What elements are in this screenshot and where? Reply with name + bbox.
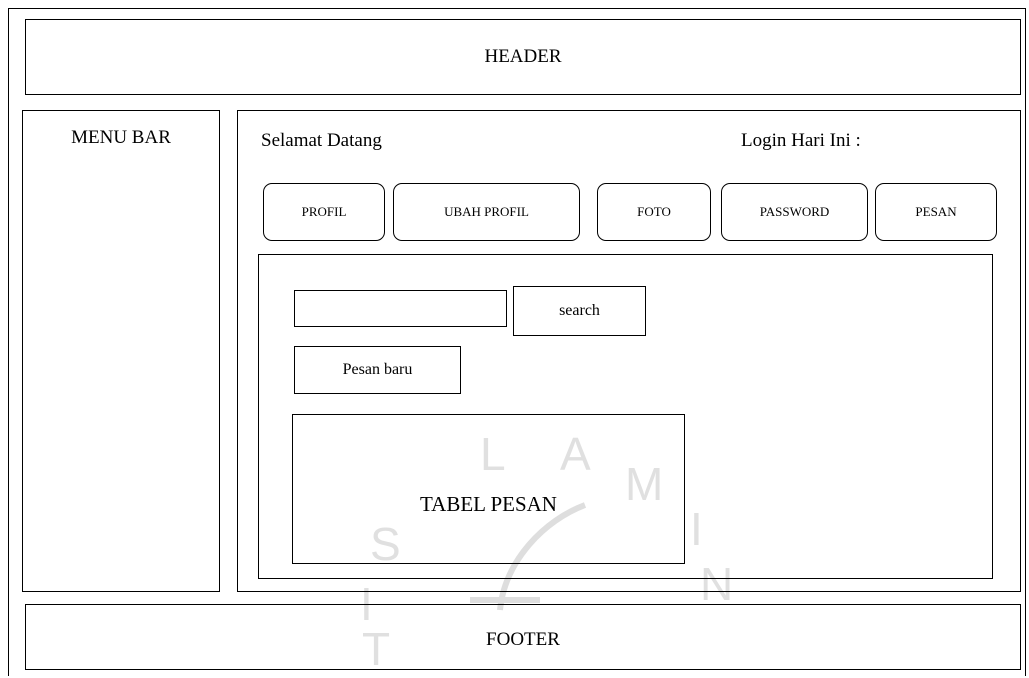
tab-label: PASSWORD: [759, 204, 830, 219]
footer: FOOTER: [25, 604, 1021, 670]
footer-label: FOOTER: [486, 629, 560, 650]
tab-password[interactable]: PASSWORD: [721, 183, 868, 241]
new-message-button[interactable]: Pesan baru: [294, 346, 461, 394]
content-area: [258, 254, 993, 579]
tab-foto[interactable]: FOTO: [597, 183, 711, 241]
message-table-label: TABEL PESAN: [420, 491, 557, 516]
main-panel: [237, 110, 1021, 592]
search-button-label: search: [559, 302, 600, 319]
tab-profil[interactable]: PROFIL: [263, 183, 385, 241]
login-today-text: Login Hari Ini :: [741, 130, 861, 151]
menu-bar-label: MENU BAR: [71, 127, 171, 148]
tab-label: PROFIL: [301, 204, 347, 219]
tab-ubah-profil[interactable]: UBAH PROFIL: [393, 183, 580, 241]
new-message-label: Pesan baru: [342, 361, 413, 378]
tab-label: PESAN: [915, 204, 957, 219]
page-frame: [8, 8, 1026, 676]
menu-bar: MENU BAR: [22, 110, 220, 592]
tab-label: FOTO: [637, 204, 671, 219]
search-input[interactable]: [294, 290, 507, 327]
tab-pesan[interactable]: PESAN: [875, 183, 997, 241]
header-label: HEADER: [484, 46, 562, 67]
search-button[interactable]: search: [513, 286, 646, 336]
message-table: TABEL PESAN: [292, 414, 685, 564]
header: HEADER: [25, 19, 1021, 95]
tab-label: UBAH PROFIL: [444, 204, 529, 219]
welcome-text: Selamat Datang: [261, 130, 382, 151]
